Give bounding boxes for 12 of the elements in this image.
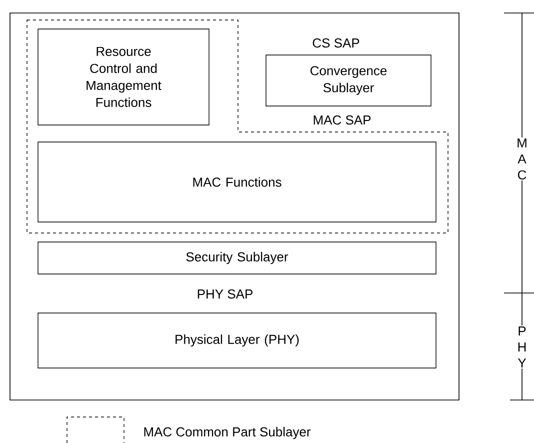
- layer-label: PHY: [515, 326, 529, 368]
- sap-label: PHY SAP: [198, 289, 252, 299]
- layer-box: Resource Control and Management Functions: [38, 28, 210, 126]
- sap-label: MAC SAP: [314, 115, 371, 125]
- legend-text: MAC Common Part Sublayer: [144, 426, 311, 440]
- layer-box: Convergence Sublayer: [266, 54, 432, 106]
- frame-box: [10, 12, 460, 400]
- layer-box: Security Sublayer: [38, 242, 436, 274]
- layer-box: Physical Layer (PHY): [38, 312, 436, 368]
- dashed-region: [26, 20, 448, 234]
- layer-label: MAC: [515, 137, 529, 181]
- layer-box: MAC Functions: [38, 142, 436, 222]
